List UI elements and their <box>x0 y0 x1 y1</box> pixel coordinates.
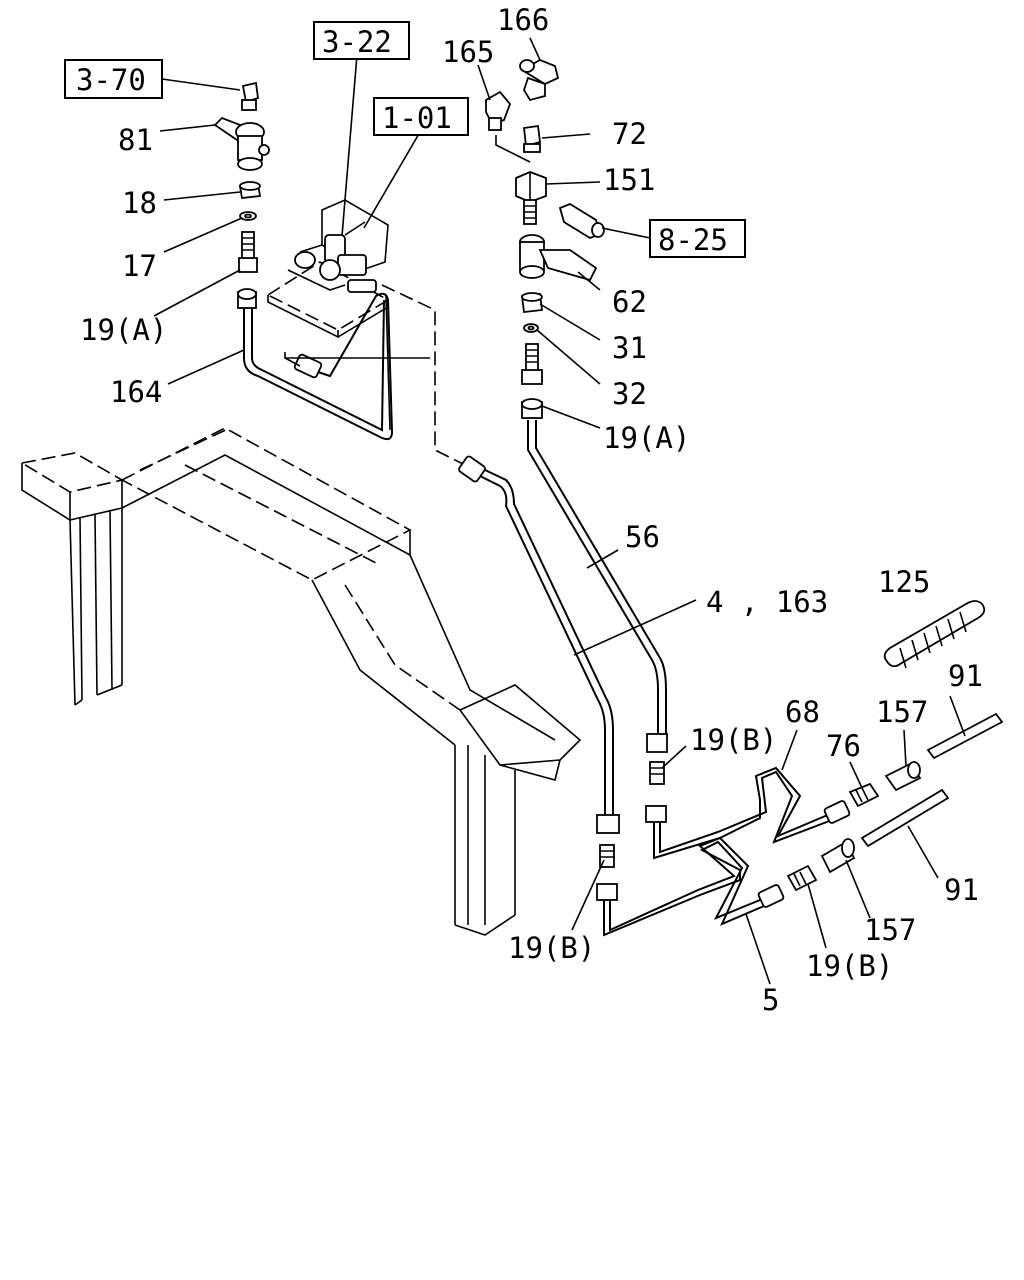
callout-165: 165 <box>442 35 494 69</box>
callout-4-163: 4 , 163 <box>706 585 828 619</box>
callout-labels: 166 165 72 151 62 31 32 19(A) 81 18 17 1… <box>80 3 983 1017</box>
chassis-frame-outline <box>19 427 582 936</box>
ref-1-01-label: 1-01 <box>382 101 452 135</box>
ref-8-25-box <box>649 219 746 258</box>
ref-3-70-label: 3-70 <box>76 63 146 97</box>
callout-125: 125 <box>878 565 930 599</box>
callout-31: 31 <box>612 331 647 365</box>
callout-32: 32 <box>612 377 647 411</box>
reference-boxes: 3-70 3-22 1-01 8-25 <box>64 21 746 258</box>
ref-3-22-label: 3-22 <box>322 25 392 59</box>
ref-8-25-label: 8-25 <box>658 223 728 257</box>
ref-3-70-box <box>64 59 163 99</box>
callout-166: 166 <box>497 3 549 37</box>
callout-81: 81 <box>118 123 153 157</box>
callout-157-top: 157 <box>876 695 928 729</box>
callout-76: 76 <box>826 729 861 763</box>
left-parts-group <box>213 81 430 441</box>
lower-pipes-group <box>596 600 1004 937</box>
callout-151: 151 <box>603 163 655 197</box>
callout-157-bottom: 157 <box>864 913 916 947</box>
callout-19a-left: 19(A) <box>80 313 167 347</box>
callout-5: 5 <box>762 983 779 1017</box>
callout-91-bottom: 91 <box>944 873 979 907</box>
callout-19a-right: 19(A) <box>603 421 690 455</box>
callout-17: 17 <box>122 249 157 283</box>
fuel-filter-assembly <box>266 199 466 466</box>
right-top-parts-group <box>485 59 668 753</box>
callout-164: 164 <box>110 375 162 409</box>
callout-62: 62 <box>612 285 647 319</box>
pipe-4-163 <box>458 455 620 834</box>
callout-18: 18 <box>122 186 157 220</box>
ref-1-01-box <box>373 97 469 136</box>
callout-68: 68 <box>785 695 820 729</box>
callout-19b-mid: 19(B) <box>690 723 777 757</box>
callout-19b-bottom-right: 19(B) <box>806 949 893 983</box>
callout-72: 72 <box>612 117 647 151</box>
ref-3-22-box <box>313 21 410 60</box>
callout-91-top: 91 <box>948 659 983 693</box>
callout-19b-bottom-left: 19(B) <box>508 931 595 965</box>
leader-lines <box>153 37 966 985</box>
callout-56: 56 <box>625 520 660 554</box>
